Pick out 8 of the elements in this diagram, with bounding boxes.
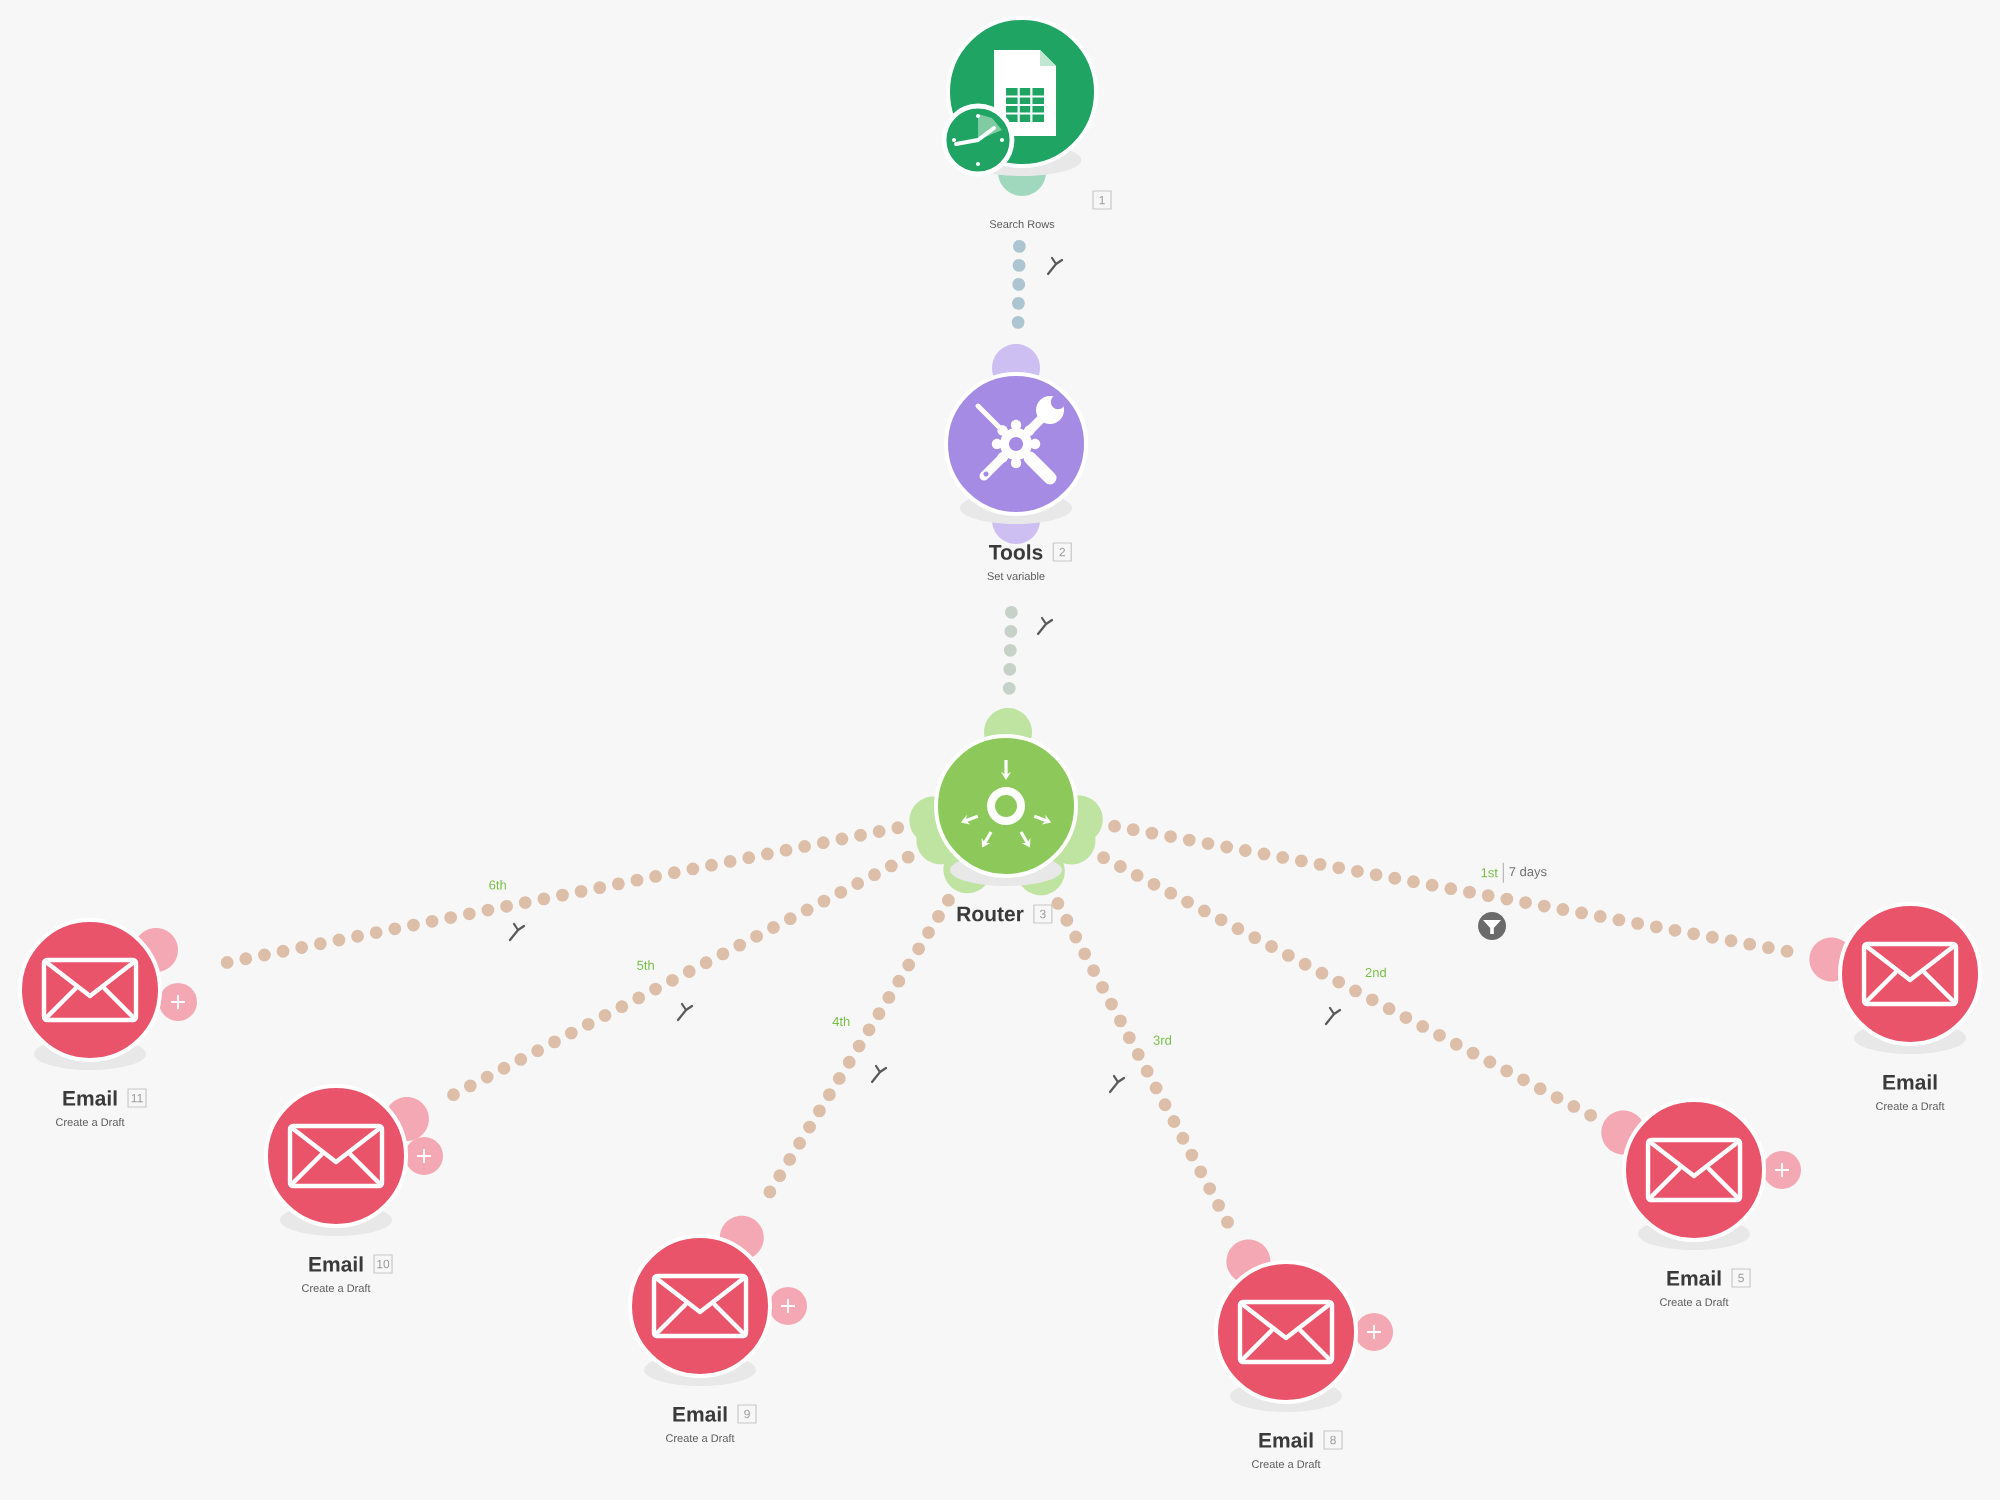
module-name: Email	[1667, 1270, 1721, 1286]
module-name: Email	[1883, 1074, 1937, 1090]
module-name: Email	[309, 1256, 363, 1272]
module-name: Router	[957, 906, 1024, 922]
module-name: Tools	[989, 544, 1043, 560]
module-name: Email	[1259, 1432, 1313, 1448]
module-name: Email	[673, 1406, 727, 1422]
module-name: Email	[63, 1090, 117, 1106]
